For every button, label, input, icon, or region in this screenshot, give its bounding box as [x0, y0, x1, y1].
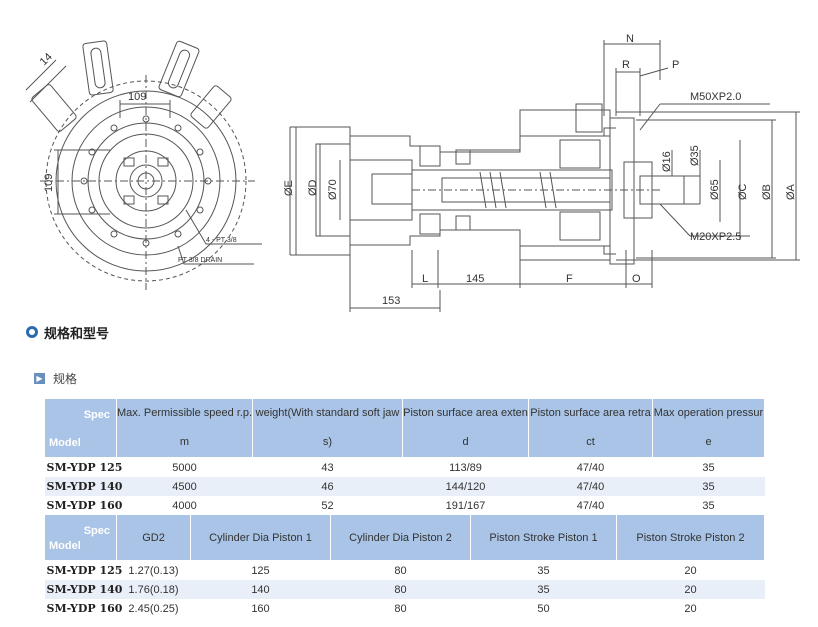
header-cyl-dia-2: Cylinder Dia Piston 2 [330, 514, 471, 561]
header-gd2: GD2 [116, 514, 191, 561]
spec-model-corner: Spec Model [44, 514, 117, 561]
header-stroke-1: Piston Stroke Piston 1 [470, 514, 617, 561]
dim-B: ØB [761, 184, 773, 200]
table-row: SM-YDP 140 4500 46 144/120 47/40 35 [44, 477, 765, 496]
table-cell: 144/120 [402, 477, 529, 496]
table-cell: 43 [321, 461, 334, 474]
table-row: SM-YDP 140 1.76(0.18) 140 80 35 20 [44, 580, 765, 599]
drain-label: PT 3/8 DRAIN [178, 257, 222, 264]
dim-R: R [622, 59, 630, 71]
table-cell: 47/40 [576, 461, 605, 474]
header-stroke-2: Piston Stroke Piston 2 [616, 514, 765, 561]
table-cell: 52 [321, 499, 334, 512]
table-cell: 46 [252, 477, 403, 496]
table-row: SM-YDP 125 5000 43 113/89 47/40 35 [45, 458, 765, 478]
section-title-text: 规格和型号 [44, 326, 110, 342]
header-cyl-dia-1: Cylinder Dia Piston 1 [190, 514, 331, 561]
dim-153: 153 [382, 295, 400, 307]
model-cell: SM-YDP 125 [46, 564, 123, 577]
dim-d35: Ø35 [689, 145, 701, 166]
table-cell: 160 [251, 602, 270, 615]
spec-table-2: Spec Model GD2 Cylinder Dia Piston 1 Cyl… [44, 514, 765, 618]
table-cell: 47/40 [576, 499, 605, 512]
table-cell: 113/89 [449, 461, 482, 474]
model-cell: SM-YDP 125 [46, 461, 123, 474]
table-header-row: Spec Model GD2 Cylinder Dia Piston 1 Cyl… [44, 514, 765, 561]
arrow-right-icon: ▶ [34, 372, 45, 384]
dim-m20: M20XP2.5 [690, 231, 741, 243]
model-cell: SM-YDP 140 [44, 477, 122, 496]
spec-model-corner: Spec Model [44, 398, 117, 458]
table-cell: 1.27(0.13) [128, 564, 179, 577]
table-cell: 20 [684, 564, 697, 577]
dim-N: N [626, 33, 634, 45]
table-cell: 47/40 [528, 477, 653, 496]
pt-label: 4 - PT 3/8 [206, 237, 237, 244]
dim-F: F [566, 273, 573, 285]
table-cell: 2.45(0.25) [128, 602, 179, 615]
header-max-speed: Max. Permissible speed r.p.m [116, 398, 253, 458]
table-cell: 140 [190, 580, 331, 599]
table-cell: 35 [470, 580, 617, 599]
front-view [25, 40, 262, 290]
table-cell: 4000 [172, 499, 197, 512]
dim-m50: M50XP2.0 [690, 91, 741, 103]
dim-C: ØC [737, 183, 749, 200]
table-cell: 35 [702, 499, 715, 512]
bolt-holes [80, 115, 212, 247]
table-cell: 4500 [116, 477, 253, 496]
table-cell: 80 [394, 602, 407, 615]
table-cell: 35 [702, 461, 715, 474]
circle-bullet-icon [26, 326, 38, 338]
table-cell: 50 [537, 602, 550, 615]
dim-A: ØA [785, 183, 797, 200]
sub-title: ▶ 规格 [34, 369, 77, 387]
dim-d16: Ø16 [661, 151, 673, 172]
sub-title-text: 规格 [53, 371, 78, 386]
section-title: 规格和型号 [26, 322, 109, 342]
dim-P: P [672, 59, 679, 71]
table-header-row: Spec Model Max. Permissible speed r.p.m … [44, 398, 765, 458]
dim-145: 145 [466, 273, 484, 285]
dim-109-top: 109 [128, 91, 146, 103]
table-cell: 80 [330, 580, 471, 599]
dim-109-left: 109 [43, 174, 55, 192]
spec-table-1: Spec Model Max. Permissible speed r.p.m … [44, 398, 765, 515]
table-cell: 35 [652, 477, 765, 496]
table-cell: 20 [684, 602, 697, 615]
model-cell: SM-YDP 160 [46, 602, 123, 615]
dim-d65: Ø65 [709, 179, 721, 200]
dim-14: 14 [38, 51, 55, 68]
section-view [289, 40, 800, 312]
table-row: SM-YDP 160 2.45(0.25) 160 80 50 20 [45, 599, 765, 618]
table-cell: 125 [251, 564, 270, 577]
technical-drawing: 14 109 109 4 - PT 3/8 PT 3/8 DRAIN N R P… [25, 33, 800, 312]
dim-d70: Ø70 [327, 179, 339, 200]
table-cell: 80 [394, 564, 407, 577]
model-cell: SM-YDP 140 [44, 580, 122, 599]
dim-L: L [422, 273, 428, 285]
model-cell: SM-YDP 160 [46, 499, 123, 512]
table-cell: 191/167 [445, 499, 486, 512]
dim-D: ØD [307, 179, 319, 196]
table-cell: 20 [616, 580, 765, 599]
dim-O: O [632, 273, 641, 285]
table-cell: 35 [537, 564, 550, 577]
table-row: SM-YDP 160 4000 52 191/167 47/40 35 [45, 496, 765, 515]
table-cell: 1.76(0.18) [116, 580, 191, 599]
jaw-slots [31, 40, 232, 132]
table-cell: 5000 [172, 461, 197, 474]
dim-E: ØE [283, 180, 295, 196]
table-row: SM-YDP 125 1.27(0.13) 125 80 35 20 [45, 561, 765, 581]
